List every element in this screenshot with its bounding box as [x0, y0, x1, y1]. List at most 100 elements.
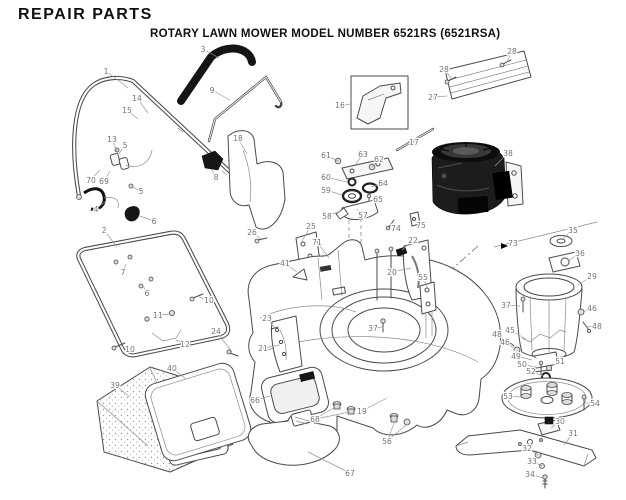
height-adjuster-left	[270, 315, 303, 373]
pivot-rod	[395, 127, 435, 152]
part-callout-49: 49	[511, 352, 521, 361]
cable-clip	[83, 187, 119, 211]
part-callout-9: 9	[210, 86, 215, 95]
part-callout-59: 59	[321, 186, 331, 195]
bail-handle	[177, 44, 256, 105]
part-callout-14: 14	[132, 94, 142, 103]
part-callout-37: 37	[368, 324, 378, 333]
part-callout-22: 22	[408, 236, 418, 245]
part-callout-1: 1	[104, 67, 109, 76]
part-callout-65: 65	[373, 195, 383, 204]
rear-louver-panel	[444, 50, 532, 100]
part-callout-18: 18	[233, 134, 243, 143]
part-callout-20: 20	[387, 268, 397, 277]
part-callout-5: 5	[123, 141, 128, 150]
part-callout-37: 37	[501, 301, 511, 310]
part-callout-29: 29	[587, 272, 597, 281]
part-callout-48: 48	[492, 330, 502, 339]
rear-cover	[144, 362, 252, 462]
part-callout-10: 10	[204, 296, 214, 305]
part-callout-19: 19	[357, 407, 367, 416]
part-callout-56: 56	[382, 437, 392, 446]
belt-guard	[227, 130, 286, 230]
part-callout-57: 57	[358, 211, 368, 220]
part-callout-35: 35	[568, 226, 578, 235]
bracket-inset-box	[350, 75, 409, 130]
deflector-shield	[247, 409, 340, 466]
part-callout-38: 38	[503, 149, 513, 158]
part-callout-26: 26	[247, 228, 257, 237]
part-callout-25: 25	[306, 222, 316, 231]
part-callout-51: 51	[555, 357, 565, 366]
part-callout-23: 23	[262, 314, 272, 323]
part-callout-2: 2	[102, 226, 107, 235]
part-callout-10: 10	[125, 345, 135, 354]
part-callout-34: 34	[525, 470, 535, 479]
part-callout-46: 46	[587, 304, 597, 313]
part-callout-58: 58	[322, 212, 332, 221]
part-callout-6: 6	[152, 217, 157, 226]
part-callout-3: 3	[201, 45, 206, 54]
deck-fasteners	[332, 401, 411, 426]
part-callout-67: 67	[345, 469, 355, 478]
part-callout-33: 33	[527, 457, 537, 466]
model-subtitle: ROTARY LAWN MOWER MODEL NUMBER 6521RS (6…	[150, 28, 501, 40]
part-callout-5: 5	[139, 187, 144, 196]
part-callout-8: 8	[214, 173, 219, 182]
part-callout-46: 46	[500, 338, 510, 347]
part-callout-45: 45	[505, 326, 515, 335]
part-callout-6: 6	[145, 289, 150, 298]
side-discharge-cover	[260, 366, 330, 424]
handle-clamp-cluster	[109, 147, 153, 189]
part-callout-54: 54	[590, 399, 600, 408]
part-callout-64: 64	[378, 179, 388, 188]
control-rod	[207, 75, 283, 143]
part-callout-40: 40	[167, 364, 177, 373]
part-callout-75: 75	[416, 221, 426, 230]
deck-bracket-55	[419, 281, 437, 338]
pointer-line	[493, 221, 598, 248]
part-callout-69: 69	[99, 177, 109, 186]
part-callout-41: 41	[280, 259, 290, 268]
part-callout-73: 73	[508, 239, 518, 248]
part-callout-39: 39	[110, 381, 120, 390]
part-callout-68: 68	[310, 415, 320, 424]
part-callout-21: 21	[258, 344, 268, 353]
part-callout-11: 11	[153, 311, 163, 320]
part-callout-15: 15	[122, 106, 132, 115]
handle-knob	[201, 150, 224, 171]
part-callout-61: 61	[321, 151, 331, 160]
part-callout-60: 60	[321, 173, 331, 182]
page-title: REPAIR PARTS	[18, 6, 153, 23]
lower-handle	[76, 230, 239, 358]
part-callout-24: 24	[211, 327, 221, 336]
part-callout-50: 50	[517, 360, 527, 369]
part-callout-70: 70	[86, 176, 96, 185]
part-callout-16: 16	[335, 101, 345, 110]
part-callout-55: 55	[418, 273, 428, 282]
part-callout-52: 52	[526, 367, 536, 376]
part-callout-27: 27	[428, 93, 438, 102]
engine	[431, 142, 524, 215]
part-callout-74: 74	[391, 224, 401, 233]
blade-assembly	[455, 377, 597, 489]
part-callout-17: 17	[409, 138, 419, 147]
part-callout-63: 63	[358, 150, 368, 159]
part-callout-36: 36	[575, 249, 585, 258]
part-callout-48: 48	[592, 322, 602, 331]
part-callout-31: 31	[568, 429, 578, 438]
note-flag-icon	[501, 243, 508, 249]
handle-knob-lower	[124, 206, 140, 222]
part-callout-28: 28	[507, 47, 517, 56]
part-callout-28: 28	[439, 65, 449, 74]
part-callout-4: 4	[94, 205, 99, 214]
part-callout-66: 66	[250, 396, 260, 405]
part-callout-62: 62	[374, 155, 384, 164]
part-callout-32: 32	[522, 444, 532, 453]
part-callout-71: 71	[312, 238, 322, 247]
part-callout-13: 13	[107, 135, 117, 144]
part-callout-12: 12	[180, 340, 190, 349]
